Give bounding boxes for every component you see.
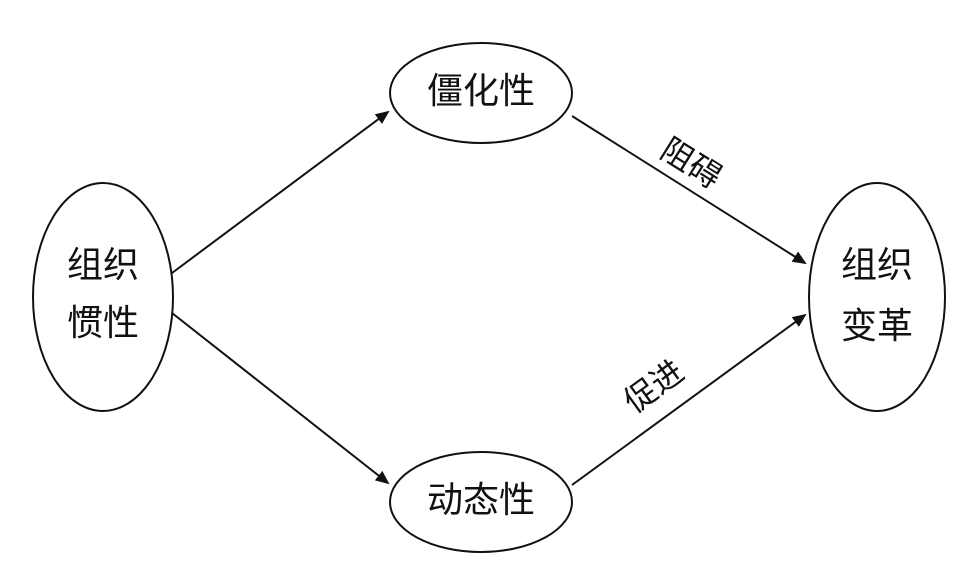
node-rigidity-label: 僵化性 xyxy=(427,71,535,112)
node-rigidity: 僵化性 xyxy=(389,42,573,144)
node-org-change: 组织 变革 xyxy=(808,182,946,412)
node-dynamism-ellipse xyxy=(389,451,573,553)
edge-inertia-to-dynamism xyxy=(171,312,390,485)
node-org-inertia-line2: 惯性 xyxy=(67,303,139,344)
node-dynamism-label: 动态性 xyxy=(427,480,535,521)
node-org-change-line2: 变革 xyxy=(841,306,913,347)
node-org-inertia-ellipse xyxy=(32,182,174,412)
node-org-change-line1: 组织 xyxy=(841,245,913,286)
edge-inertia-to-rigidity xyxy=(171,110,390,274)
edge-label-promote: 促进 xyxy=(617,352,691,420)
node-org-change-ellipse xyxy=(808,182,946,412)
node-dynamism: 动态性 xyxy=(389,451,573,553)
edge-label-hinder: 阻碍 xyxy=(654,130,728,196)
edge-dynamism-to-change xyxy=(571,313,807,486)
edge-rigidity-to-change xyxy=(571,115,807,265)
node-org-inertia-line1: 组织 xyxy=(67,245,139,286)
node-rigidity-ellipse xyxy=(389,42,573,144)
node-org-inertia: 组织 惯性 xyxy=(32,182,174,412)
